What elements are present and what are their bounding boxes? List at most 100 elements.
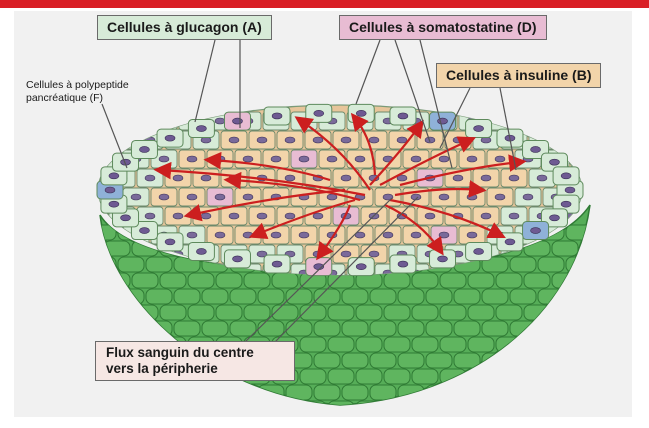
exterior-cell xyxy=(146,257,172,272)
rim-cell xyxy=(390,255,416,273)
exterior-cell xyxy=(552,241,578,256)
exterior-cell xyxy=(202,385,228,400)
rim-cell xyxy=(348,258,374,276)
exterior-cell xyxy=(286,385,312,400)
islet-cell xyxy=(585,131,611,149)
exterior-cell xyxy=(566,289,592,304)
rim-cell xyxy=(157,233,183,251)
islet-cell xyxy=(249,131,275,149)
islet-cell xyxy=(571,112,597,130)
exterior-cell xyxy=(160,273,186,288)
exterior-cell xyxy=(90,321,116,336)
exterior-cell xyxy=(188,401,214,416)
islet-cell xyxy=(473,169,499,187)
exterior-cell xyxy=(440,337,466,352)
exterior-cell xyxy=(314,289,340,304)
exterior-cell xyxy=(216,401,242,416)
exterior-cell xyxy=(174,289,200,304)
islet-cell xyxy=(221,207,247,225)
exterior-cell xyxy=(314,321,340,336)
exterior-cell xyxy=(412,337,438,352)
exterior-cell xyxy=(412,369,438,384)
rim-cell xyxy=(264,255,290,273)
exterior-cell xyxy=(538,257,564,272)
exterior-cell xyxy=(580,337,606,352)
exterior-cell xyxy=(482,353,508,368)
exterior-cell xyxy=(342,321,368,336)
islet-cell xyxy=(375,226,401,244)
exterior-cell xyxy=(370,353,396,368)
exterior-cell xyxy=(118,385,144,400)
exterior-cell xyxy=(454,289,480,304)
exterior-cell xyxy=(202,321,228,336)
exterior-cell xyxy=(258,289,284,304)
islet-cell xyxy=(221,131,247,149)
rim-cell xyxy=(224,112,250,130)
exterior-cell xyxy=(328,369,354,384)
exterior-cell xyxy=(328,337,354,352)
islet-cell xyxy=(179,188,205,206)
exterior-cell xyxy=(524,305,550,320)
exterior-cell xyxy=(594,257,620,272)
exterior-cell xyxy=(356,369,382,384)
islet-cell xyxy=(123,112,149,130)
exterior-cell xyxy=(272,273,298,288)
exterior-cell xyxy=(524,369,550,384)
exterior-cell xyxy=(510,353,536,368)
exterior-cell xyxy=(216,305,242,320)
exterior-cell xyxy=(342,353,368,368)
islet-cell xyxy=(487,188,513,206)
islet-cell xyxy=(291,226,317,244)
exterior-cell xyxy=(538,321,564,336)
exterior-cell xyxy=(398,289,424,304)
exterior-cell xyxy=(370,289,396,304)
islet-cell xyxy=(137,169,163,187)
exterior-cell xyxy=(300,369,326,384)
exterior-cell xyxy=(216,273,242,288)
islet-cell xyxy=(291,150,317,168)
exterior-cell xyxy=(580,305,606,320)
islet-cell xyxy=(249,207,275,225)
exterior-cell xyxy=(580,273,606,288)
exterior-cell xyxy=(412,273,438,288)
exterior-cell xyxy=(552,401,578,416)
exterior-cell xyxy=(384,369,410,384)
exterior-cell xyxy=(132,401,158,416)
exterior-cell xyxy=(314,353,340,368)
exterior-cell xyxy=(496,369,522,384)
islet-cell xyxy=(263,226,289,244)
exterior-cell xyxy=(132,273,158,288)
islet-cell xyxy=(515,188,541,206)
islet-cell xyxy=(459,150,485,168)
exterior-cell xyxy=(104,305,130,320)
exterior-cell xyxy=(510,257,536,272)
exterior-cell xyxy=(510,321,536,336)
exterior-cell xyxy=(468,401,494,416)
islet-cell xyxy=(151,112,177,130)
islet-cell xyxy=(543,112,569,130)
exterior-cell xyxy=(384,273,410,288)
exterior-cell xyxy=(328,401,354,416)
exterior-cell xyxy=(426,353,452,368)
rim-cell xyxy=(523,222,549,240)
rim-cell xyxy=(224,250,250,268)
exterior-cell xyxy=(524,273,550,288)
exterior-cell xyxy=(300,337,326,352)
islet-cell xyxy=(473,207,499,225)
exterior-cell xyxy=(244,401,270,416)
islet-cell xyxy=(459,226,485,244)
rim-cell xyxy=(390,107,416,125)
exterior-cell xyxy=(566,321,592,336)
label-insulin-cells: Cellules à insuline (B) xyxy=(436,63,601,88)
islet-cell xyxy=(221,169,247,187)
islet-cell xyxy=(207,226,233,244)
exterior-cell xyxy=(482,385,508,400)
islet-cell xyxy=(305,207,331,225)
exterior-cell xyxy=(440,305,466,320)
islet-cell xyxy=(459,188,485,206)
exterior-cell xyxy=(314,385,340,400)
exterior-cell xyxy=(482,289,508,304)
exterior-cell xyxy=(552,273,578,288)
exterior-cell xyxy=(594,385,620,400)
